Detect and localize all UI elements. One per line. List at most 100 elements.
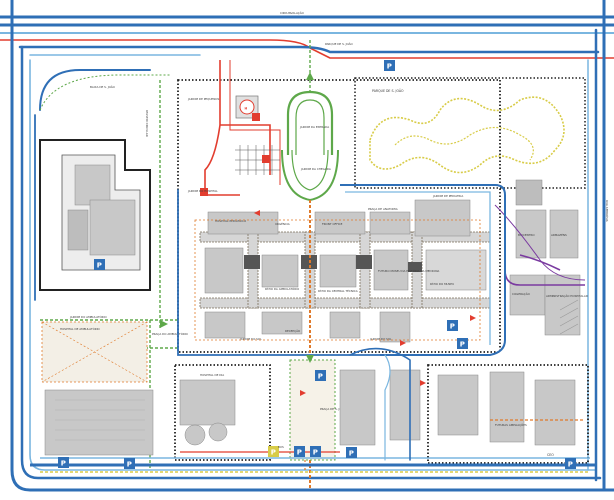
arrival-garden-curve (281, 149, 339, 202)
central-zone-dotted-boundary (177, 79, 501, 353)
building-pediatria (414, 199, 471, 237)
green-arrows (160, 72, 314, 363)
future-exp-building-2 (489, 371, 525, 443)
parking-badge-12: P (268, 446, 279, 457)
red-parking-2 (252, 113, 260, 121)
hospital-dia-round-2 (208, 422, 228, 442)
building-block-a (204, 247, 244, 294)
label-futuro-museu: FUTURO MUSEU DA HISTÓRIA DA MEDICINA (378, 268, 439, 273)
label-administracao: ADMINISTRAÇÃO HOSPITALAR (546, 293, 588, 298)
label-praca-ambulatorio: PRAÇA DO AMBULATÓRIO (152, 331, 189, 336)
purple-service-route-2 (494, 204, 586, 281)
corridor-node-4 (408, 262, 422, 272)
parking-badge-7: P (310, 446, 321, 457)
corridor-v-3 (359, 231, 371, 309)
svg-text:P: P (61, 460, 66, 468)
green-arrow-2 (306, 355, 314, 363)
parking-badges: P P P P P P P P P P P P (58, 60, 576, 469)
parking-badge-5: P (315, 370, 326, 381)
label-jardim-chegada: JARDIM DA CHEGADA (300, 167, 331, 171)
orange-walkway (194, 219, 481, 341)
future-exp-building-1 (437, 374, 479, 436)
green-arrow-1 (306, 72, 314, 80)
parking-badge-2: P (94, 259, 105, 270)
label-jardim-esquerdo: JARDIM DO HOSPITAL (187, 189, 218, 193)
label-jardim-pequenos: JARDIM DE PEQUENOS (187, 97, 219, 101)
ceo-building (515, 179, 543, 206)
svg-text:P: P (97, 262, 102, 270)
hatched-parking-right (559, 299, 579, 335)
blue-routes (177, 189, 411, 461)
blue-route-west (177, 189, 401, 356)
label-top-road: CIRCUNVALAÇÃO (280, 10, 305, 15)
arrival-garden-curve-2 (291, 149, 329, 191)
svg-text:P: P (349, 450, 354, 458)
red-arrow-4 (254, 210, 260, 216)
red-parking-3 (200, 188, 208, 196)
blue-internal-ring-right-2 (345, 191, 491, 345)
corridor-v-1 (247, 231, 259, 309)
future-expansion-block (427, 364, 589, 464)
label-jardim-sol: JARDIM DO SOL (239, 337, 262, 341)
label-cogeracao: COGERAÇÃO (512, 291, 531, 296)
label-future-exp: FUTURAS AMPLIAÇÕES (495, 422, 527, 427)
svg-text:P: P (127, 461, 132, 469)
helipad-circle (239, 99, 255, 115)
building-urgencia (207, 211, 279, 235)
red-arrow-2 (420, 380, 426, 386)
corridor-node-3 (356, 255, 372, 269)
left-block-building-3 (67, 209, 89, 251)
parking-bays-urgencia (235, 145, 280, 175)
label-jardim-sol-b: JARDIM DO SOL (369, 337, 392, 341)
left-ring-2 (20, 45, 602, 480)
label-praca-anatomia: PRAÇA DE ANATOMIA (368, 207, 398, 211)
parking-badge-4: P (457, 338, 468, 349)
main-corridor-bottom (199, 297, 491, 309)
building-museu (425, 249, 487, 291)
label-side-road: RUA AMBRÓSIA (605, 200, 610, 222)
parking-badge-6: P (294, 446, 305, 457)
label-passeio: PASSEIO CIRCULAR (145, 110, 149, 137)
ambulatory-building-stripes (55, 399, 145, 441)
svg-text:P: P (318, 373, 323, 381)
parking-badge-11: P (346, 447, 357, 458)
hospital-dia-block (174, 364, 271, 461)
label-recepcao: RECEPÇÃO (285, 328, 301, 333)
blue-route-inner (349, 347, 411, 461)
ambulatory-cross-a (41, 321, 148, 383)
svg-text:P: P (568, 461, 573, 469)
svg-text:P: P (313, 449, 318, 457)
left-hospital-block (39, 139, 151, 291)
park-meander-path (369, 96, 565, 174)
corridor-node-1 (244, 255, 260, 269)
svg-text:P: P (387, 63, 392, 71)
building-lower-1 (204, 311, 246, 339)
lower-block-ceo (339, 369, 376, 446)
future-exp-building-3 (534, 379, 576, 446)
label-baixa-sjoao: BAIXA DE S. JOÃO (90, 84, 116, 89)
parking-badge-8: P (58, 457, 69, 468)
label-patio-central: PÁTIO DA CENTRAL TÉCNICA (318, 288, 358, 293)
red-arrows (254, 210, 476, 396)
label-jardim-ambulatorio: JARDIM DO AMBULATÓRIO (69, 314, 107, 319)
ambulatory-building (44, 389, 154, 456)
entrance-garden-oval-2 (295, 99, 325, 155)
left-ring-1 (10, 0, 614, 492)
inner-loop-west (39, 69, 151, 111)
building-block-b (261, 254, 299, 288)
svg-text:P: P (450, 323, 455, 331)
label-urgencia: URGÊNCIA (275, 221, 290, 226)
parking-badge-1: P (384, 60, 395, 71)
svg-text:P: P (271, 449, 276, 457)
park-meander-path-2 (394, 126, 534, 161)
lower-block-right (389, 369, 421, 441)
label-top-right-park: PARQUE DE S. JOÃO (372, 88, 404, 93)
parking-badge-9: P (124, 458, 135, 469)
red-arrow-3 (300, 390, 306, 396)
central-hospital-zone: JARDIM DA ENTRADA JARDIM DA CHEGADA H (177, 60, 501, 490)
svg-text:P: P (297, 449, 302, 457)
red-arrow-5 (470, 315, 476, 321)
hospital-dia-building (179, 379, 236, 426)
